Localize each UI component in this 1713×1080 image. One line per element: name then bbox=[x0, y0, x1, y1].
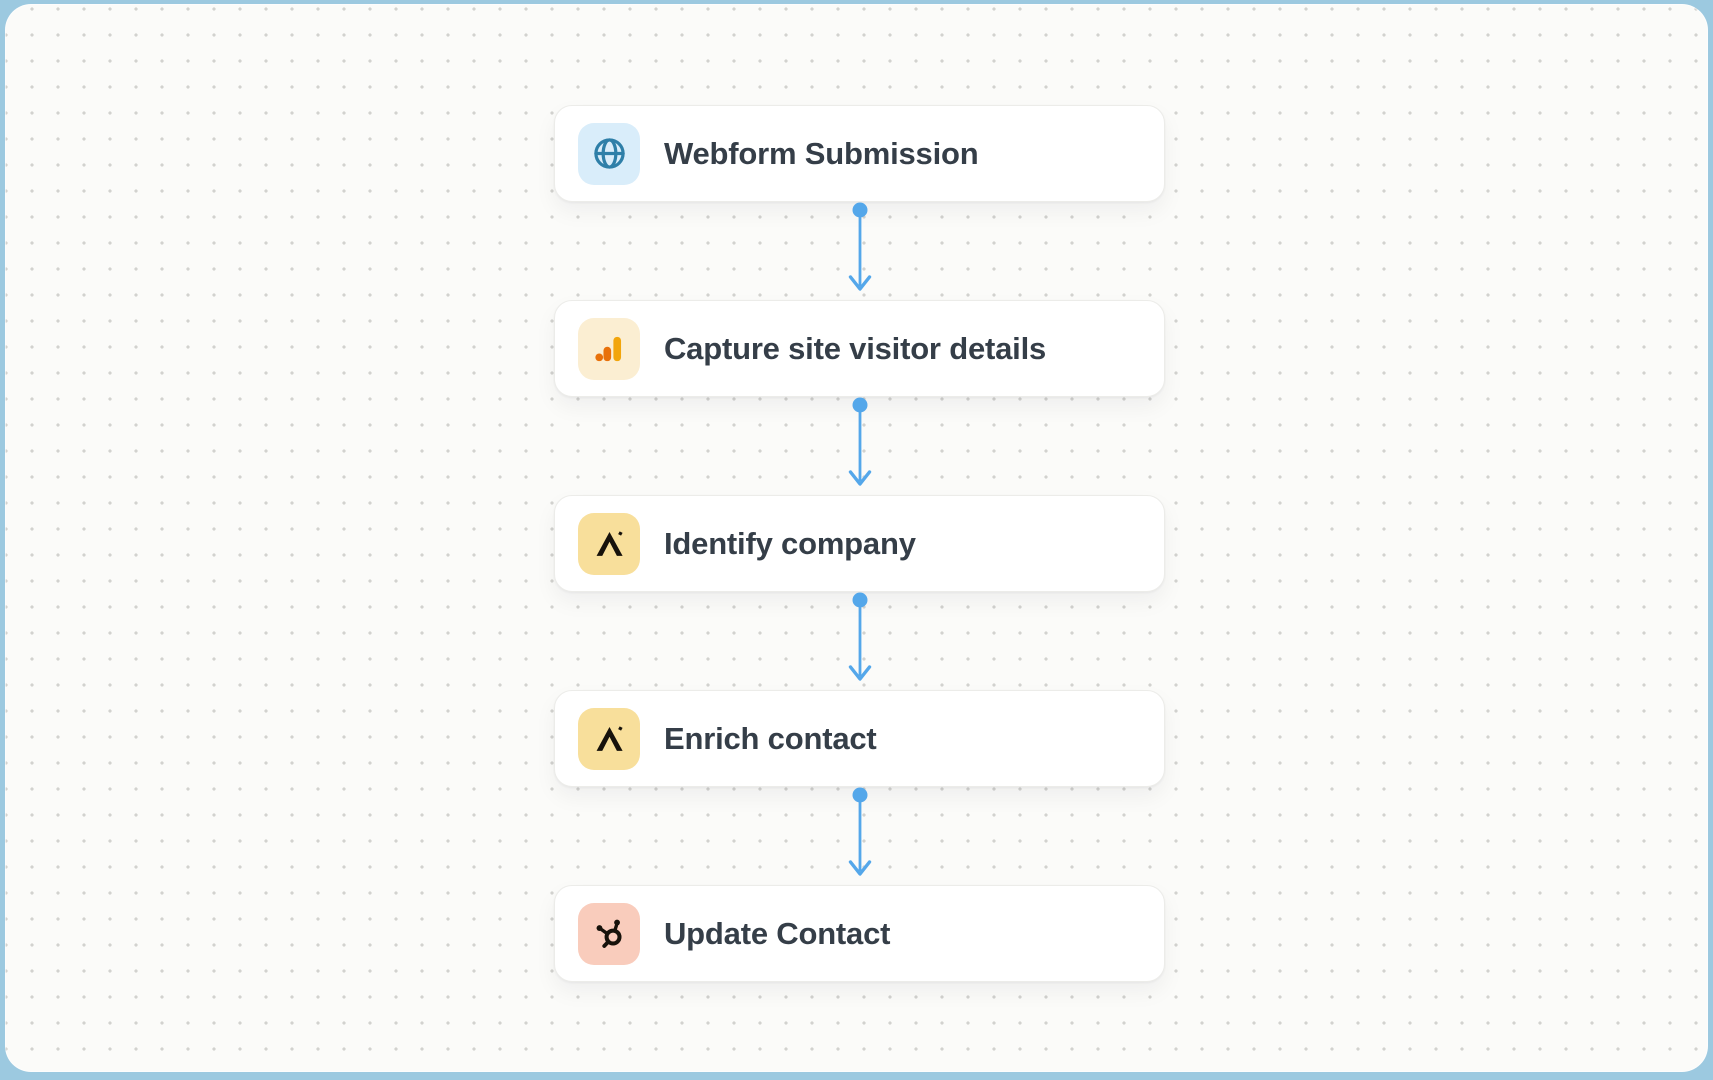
node-label: Update Contact bbox=[664, 915, 891, 951]
apollo-icon bbox=[578, 707, 640, 770]
workflow-column: Webform Submission Capture site visitor … bbox=[554, 105, 1165, 982]
node-connector bbox=[554, 202, 1165, 300]
google-analytics-icon bbox=[578, 317, 640, 380]
connector-arrow bbox=[848, 202, 871, 291]
workflow-canvas[interactable]: Webform Submission Capture site visitor … bbox=[5, 4, 1708, 1072]
hubspot-icon bbox=[578, 902, 640, 965]
connector-arrow bbox=[848, 397, 871, 486]
workflow-node-identify-company[interactable]: Identify company bbox=[554, 495, 1165, 592]
node-label: Enrich contact bbox=[664, 720, 877, 756]
workflow-node-webform-submission[interactable]: Webform Submission bbox=[554, 105, 1165, 202]
node-label: Webform Submission bbox=[664, 135, 979, 171]
workflow-node-update-contact[interactable]: Update Contact bbox=[554, 885, 1165, 982]
node-label: Identify company bbox=[664, 525, 916, 561]
apollo-icon bbox=[578, 512, 640, 575]
node-label: Capture site visitor details bbox=[664, 330, 1047, 366]
connector-arrow bbox=[848, 592, 871, 681]
node-connector bbox=[554, 397, 1165, 495]
globe-icon bbox=[578, 122, 640, 185]
workflow-node-enrich-contact[interactable]: Enrich contact bbox=[554, 690, 1165, 787]
node-connector bbox=[554, 592, 1165, 690]
node-connector bbox=[554, 787, 1165, 885]
workflow-node-capture-site-visitor-details[interactable]: Capture site visitor details bbox=[554, 300, 1165, 397]
connector-arrow bbox=[848, 787, 871, 876]
